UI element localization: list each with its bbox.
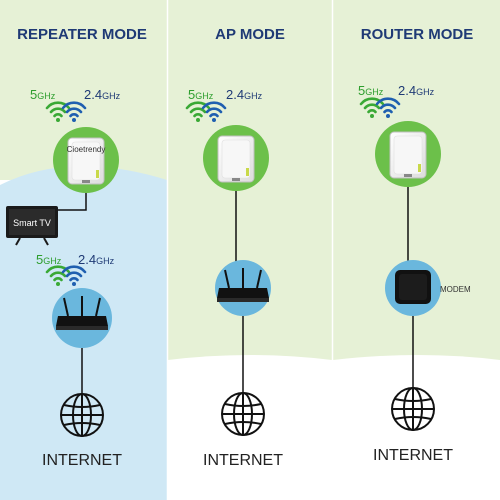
ap-mode-title: AP MODE	[215, 26, 285, 43]
ap-extender-icon	[217, 135, 255, 183]
router-extender-icon	[389, 131, 427, 179]
repeater-band2-5ghz: 5GHz	[36, 252, 62, 267]
router-mode-title: ROUTER MODE	[361, 26, 474, 43]
globe-icon	[60, 393, 104, 437]
extender-brand: Cioetrendy	[67, 145, 106, 154]
router-internet-label: INTERNET	[373, 447, 453, 464]
router-globe-icon	[391, 387, 435, 431]
repeater-band-5ghz: 5GHz	[30, 87, 56, 102]
repeater-band2-24ghz: 2.4GHz	[78, 252, 115, 267]
ap-band-5ghz: 5GHz	[188, 87, 214, 102]
repeater-internet-label: INTERNET	[42, 452, 122, 469]
smart-tv-label: Smart TV	[13, 218, 51, 228]
repeater-band-24ghz: 2.4GHz	[84, 87, 121, 102]
modem-label: MODEM	[440, 285, 471, 294]
ap-band-24ghz: 2.4GHz	[226, 87, 263, 102]
modem-icon	[395, 270, 431, 304]
router-band-5ghz: 5GHz	[358, 83, 384, 98]
router-band-24ghz: 2.4GHz	[398, 83, 435, 98]
ap-globe-icon	[221, 392, 265, 436]
ap-internet-label: INTERNET	[203, 452, 283, 469]
repeater-mode-title: REPEATER MODE	[17, 26, 147, 43]
smart-tv-icon	[6, 206, 58, 246]
